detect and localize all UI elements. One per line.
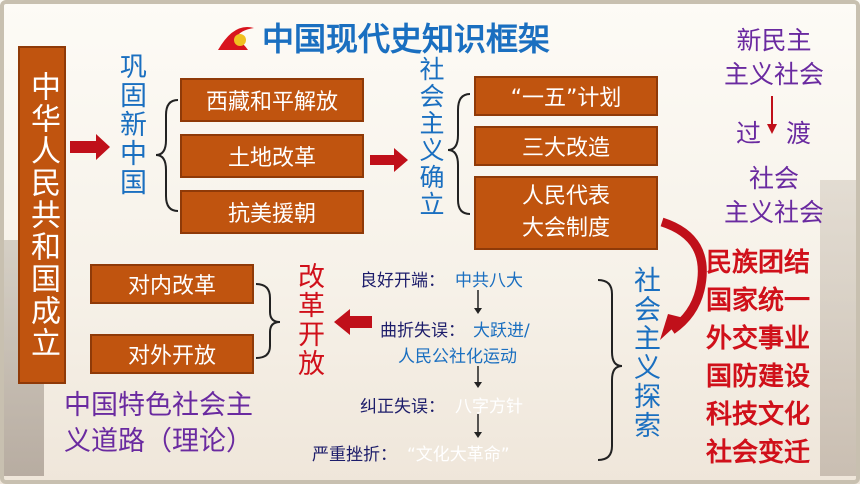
brace-explore xyxy=(597,279,623,461)
new-democracy-label: 新民主 主义社会 xyxy=(712,24,836,92)
road-text: 中国特色社会主 义道路（理论） xyxy=(64,388,253,460)
brace-establish xyxy=(447,93,471,215)
topic-unification: 国家统一 xyxy=(706,286,811,316)
explore-start-label: 良好开端： xyxy=(360,271,445,291)
npc-line-2: 大会制度 xyxy=(521,216,610,241)
arrow-explore-to-reform xyxy=(334,309,372,335)
establish-label: 社会主义确立 xyxy=(416,56,445,218)
reform-label: 改革开放 xyxy=(293,262,324,378)
explore-correct-label: 纠正失误： xyxy=(360,397,445,417)
explore-correct-value: 八字方针 xyxy=(455,397,523,417)
socialism-line-2: 主义社会 xyxy=(723,198,824,227)
prc-box: 中华人民共和国成立 xyxy=(18,46,66,384)
explore-mistake-label: 曲折失误： xyxy=(380,321,465,341)
road-line-1: 中国特色社会主 xyxy=(64,390,253,421)
explore-label: 社会主义探索 xyxy=(629,266,660,440)
transition-right: 渡 xyxy=(786,119,812,148)
brace-consolidate xyxy=(155,99,179,212)
new-democracy-line-2: 主义社会 xyxy=(723,60,824,89)
establish-item-five-year-plan: “一五”计划 xyxy=(474,76,658,116)
explore-start-value: 中共八大 xyxy=(455,271,523,291)
reform-item-opening: 对外开放 xyxy=(90,334,254,374)
topic-defense: 国防建设 xyxy=(706,362,811,392)
arrow-establish-to-explore xyxy=(660,217,707,334)
explore-item-correct: 纠正失误： 八字方针 xyxy=(360,392,523,417)
topic-science-culture: 科技文化 xyxy=(706,400,811,430)
topic-diplomacy: 外交事业 xyxy=(706,324,811,354)
consolidate-item-korea: 抗美援朝 xyxy=(180,190,364,234)
socialism-line-1: 社会 xyxy=(748,164,799,193)
consolidate-item-land-reform: 土地改革 xyxy=(180,134,364,178)
new-democracy-line-1: 新民主 xyxy=(736,26,812,55)
establish-item-three-transformations: 三大改造 xyxy=(474,126,658,166)
consolidate-item-tibet: 西藏和平解放 xyxy=(180,78,364,122)
explore-item-mistake: 曲折失误： 大跃进/ xyxy=(380,316,530,341)
establish-item-npc: 人民代表 大会制度 xyxy=(474,176,658,250)
brace-reform xyxy=(255,283,281,359)
arrow-consolidate-to-establish xyxy=(370,148,408,172)
party-emblem-icon xyxy=(218,26,254,50)
explore-setback-label: 严重挫折： xyxy=(312,445,397,465)
socialism-label: 社会 主义社会 xyxy=(712,162,836,230)
background-photo-right xyxy=(820,180,856,476)
explore-item-setback: 严重挫折： “文化大革命” xyxy=(312,440,510,465)
topic-ethnic-unity: 民族团结 xyxy=(706,248,811,278)
npc-line-1: 人民代表 xyxy=(521,184,610,209)
topics-list: 民族团结 国家统一 外交事业 国防建设 科技文化 社会变迁 xyxy=(706,244,810,472)
page-title: 中国现代史知识框架 xyxy=(262,20,551,58)
transition-left: 过 xyxy=(736,119,762,148)
topic-social-change: 社会变迁 xyxy=(706,438,811,468)
explore-mistake-value-2: 人民公社化运动 xyxy=(398,347,517,367)
reform-item-internal: 对内改革 xyxy=(90,264,254,304)
consolidate-label: 巩固新中国 xyxy=(115,52,146,197)
road-line-2: 义道路（理论） xyxy=(64,426,253,457)
explore-mistake-value: 大跃进/ xyxy=(473,321,530,341)
explore-item-start: 良好开端： 中共八大 xyxy=(360,266,523,291)
arrow-prc-to-consolidate xyxy=(70,134,110,160)
explore-setback-value: “文化大革命” xyxy=(407,445,510,465)
